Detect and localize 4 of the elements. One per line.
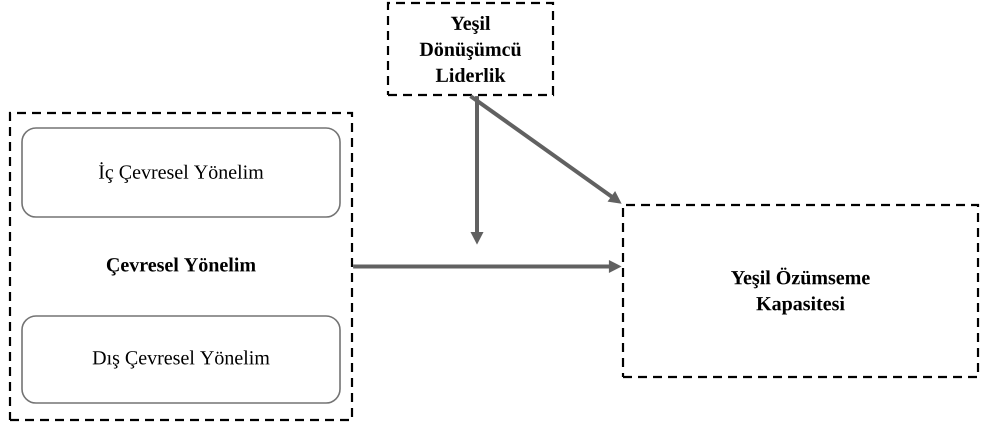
rounded-box: İç Çevresel Yönelim [21,127,341,218]
dashed-box: Yeşil Dönüşümcü Liderlik [386,2,554,96]
dashed-box: Yeşil Özümseme Kapasitesi [622,204,980,378]
rounded-box: Dış Çevresel Yönelim [21,315,341,404]
